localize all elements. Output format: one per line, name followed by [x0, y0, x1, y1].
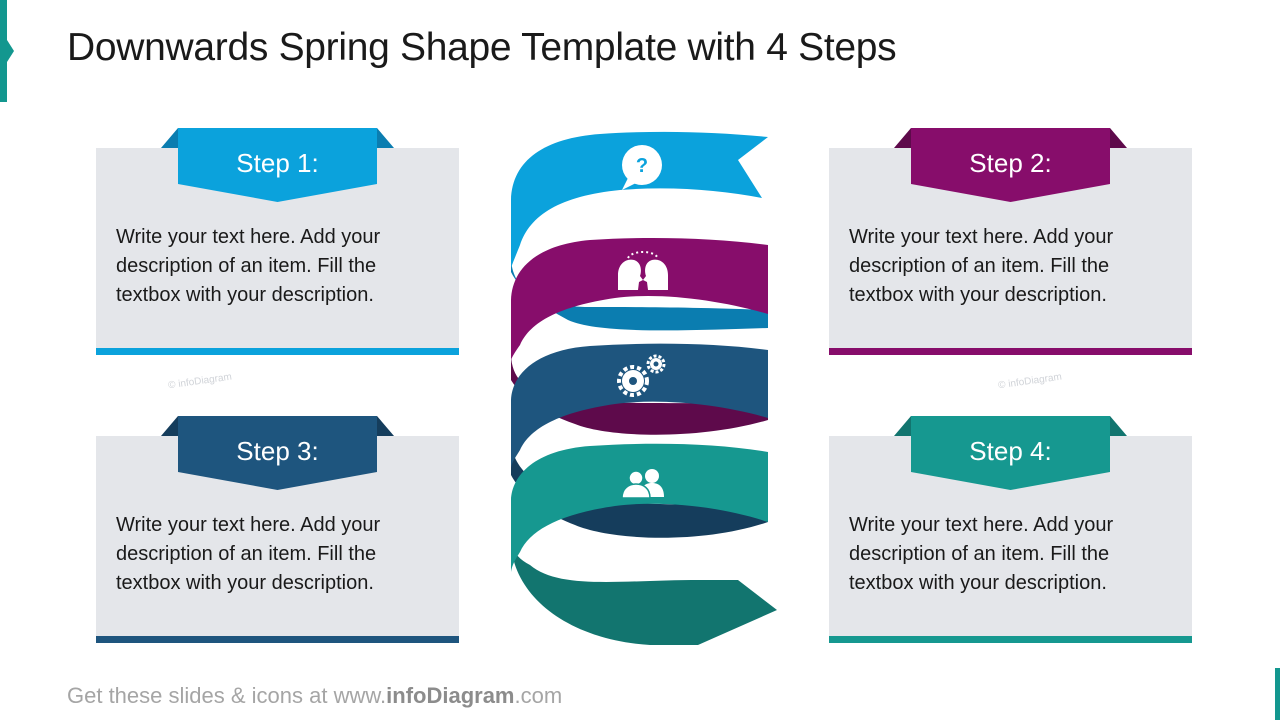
- watermark: © infoDiagram: [167, 371, 233, 392]
- gears-icon: [617, 354, 666, 397]
- left-accent-notch: [7, 40, 14, 62]
- footer-brand: infoDiagram: [386, 683, 515, 708]
- step-card-4: Step 4: Write your text here. Add your d…: [829, 416, 1192, 643]
- step-description: Write your text here. Add your descripti…: [849, 514, 1114, 594]
- step-ribbon: Step 2:: [894, 128, 1127, 203]
- watermark: © infoDiagram: [997, 371, 1063, 392]
- spring-inner-1: [511, 258, 768, 331]
- page-title: Downwards Spring Shape Template with 4 S…: [67, 26, 897, 69]
- card-bottom-bar: [829, 348, 1192, 355]
- step-card-1: Step 1: Write your text here. Add your d…: [96, 128, 459, 355]
- ribbon-shape: [894, 416, 1127, 490]
- step-description: Write your text here. Add your descripti…: [116, 514, 381, 594]
- two-heads-idea-icon: [618, 251, 668, 290]
- question-speech-bubble-icon: ?: [622, 145, 662, 190]
- spring-front-4: [511, 443, 768, 572]
- step-label: Step 4:: [969, 436, 1052, 466]
- footer-prefix: Get these slides & icons at www.: [67, 683, 387, 708]
- step-ribbon: Step 1:: [161, 128, 394, 203]
- step-label: Step 2:: [969, 148, 1052, 178]
- spring-front-1: [511, 131, 768, 268]
- card-bottom-bar: [96, 348, 459, 355]
- step-label: Step 3:: [236, 436, 319, 466]
- step-ribbon: Step 3:: [161, 416, 394, 491]
- spring-front-2: [511, 237, 768, 360]
- spring-front-3: [511, 343, 768, 468]
- step-card-3: Step 3: Write your text here. Add your d…: [96, 416, 459, 643]
- spring-ribbon-graphic: ?: [511, 131, 777, 645]
- step-label: Step 1:: [236, 148, 319, 178]
- step-description: Write your text here. Add your descripti…: [849, 226, 1114, 306]
- ribbon-shape: [894, 128, 1127, 202]
- ribbon-shape: [161, 128, 394, 202]
- svg-text:?: ?: [636, 155, 648, 177]
- footer-promo: Get these slides & icons at www.infoDiag…: [67, 683, 562, 709]
- ribbon-shape: [161, 416, 394, 490]
- spring-inner-4: [511, 545, 777, 645]
- step-ribbon: Step 4:: [894, 416, 1127, 491]
- step-card-2: Step 2: Write your text here. Add your d…: [829, 128, 1192, 355]
- left-accent-bar: [0, 0, 7, 102]
- step-description: Write your text here. Add your descripti…: [116, 226, 381, 306]
- footer-suffix: .com: [514, 683, 563, 708]
- right-accent-bar: [1275, 668, 1280, 720]
- card-bottom-bar: [96, 636, 459, 643]
- card-bottom-bar: [829, 636, 1192, 643]
- spring-inner-2: [511, 355, 768, 435]
- people-icon: [621, 469, 664, 499]
